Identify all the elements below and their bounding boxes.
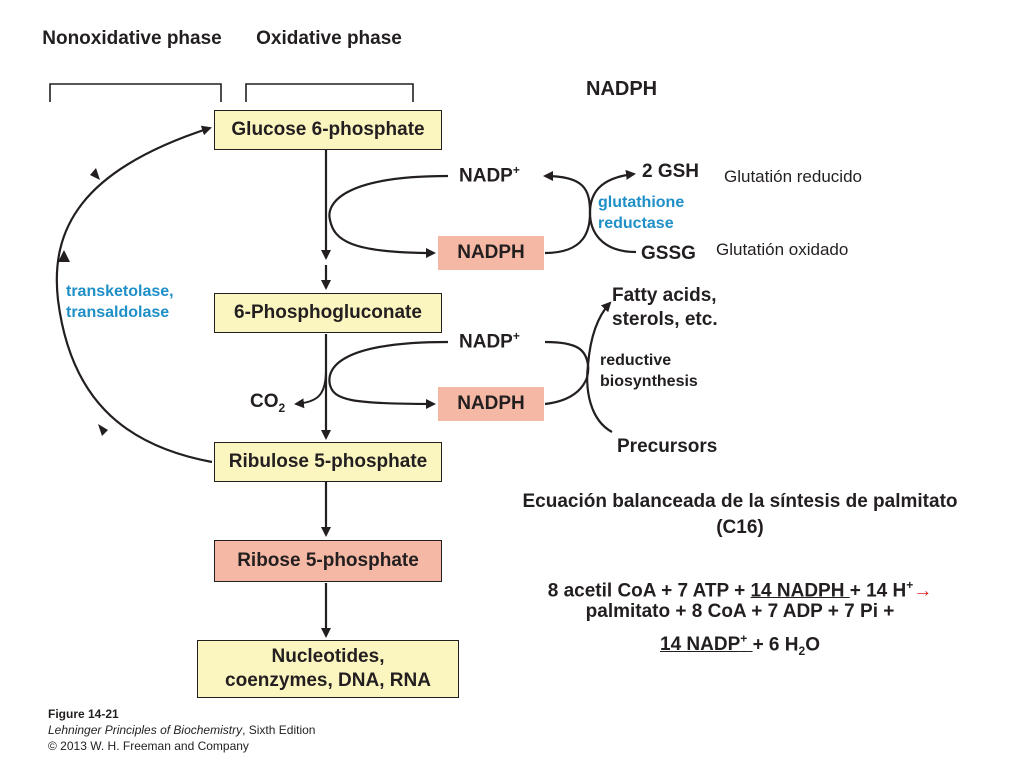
book-credit: Lehninger Principles of Biochemistry, Si… — [48, 723, 316, 737]
reductive-biosynthesis-label: reductive biosynthesis — [600, 352, 698, 390]
figure-credit: Figure 14-21 Lehninger Principles of Bio… — [48, 706, 315, 754]
nadp-plus-label-1: NADP+ — [459, 163, 520, 187]
nonoxidative-bracket — [49, 83, 222, 102]
co2-label: CO2 — [250, 391, 286, 415]
gssg-label: GSSG — [641, 243, 696, 264]
glutathione-reduced-note: Glutatión reducido — [724, 167, 862, 186]
glucose-6-phosphate-box: Glucose 6-phosphate — [214, 110, 442, 150]
arc-arrow-3 — [98, 424, 108, 436]
ribulose-5-phosphate-box: Ribulose 5-phosphate — [214, 442, 442, 482]
equation-line-3: 14 NADP+ + 6 H2O — [660, 632, 820, 659]
glutathione-reductase-label: glutathione reductase — [598, 194, 685, 232]
nadph-box-2: NADPH — [438, 387, 544, 421]
figure-number: Figure 14-21 — [48, 707, 119, 721]
transketolase-transaldolase-label: transketolase, transaldolase — [66, 283, 174, 321]
reaction-arrow-icon: → — [913, 580, 933, 602]
ribose-5-phosphate-box: Ribose 5-phosphate — [214, 540, 442, 582]
oxidative-bracket — [245, 83, 414, 102]
equation-line-1: 8 acetil CoA + 7 ATP + 14 NADPH + 14 H+→ — [547, 578, 933, 602]
copyright: © 2013 W. H. Freeman and Company — [48, 739, 249, 753]
precursors-label: Precursors — [617, 436, 718, 457]
arc-arrow-1 — [90, 168, 100, 180]
nucleotides-box: Nucleotides, coenzymes, DNA, RNA — [197, 640, 459, 698]
nadp-plus-label-2: NADP+ — [459, 329, 520, 353]
6-phosphogluconate-box: 6-Phosphogluconate — [214, 293, 442, 333]
glutathione-oxidized-note: Glutatión oxidado — [716, 240, 849, 259]
nadph-header: NADPH — [586, 78, 658, 100]
gsh-label: 2 GSH — [642, 161, 700, 182]
nadph-box-1: NADPH — [438, 236, 544, 270]
arc-arrow-2 — [58, 250, 70, 262]
fatty-acids-label: Fatty acids, sterols, etc. — [612, 285, 718, 330]
equation-line-2: palmitato + 8 CoA + 7 ADP + 7 Pi + — [585, 601, 895, 622]
nonoxidative-phase-label: Nonoxidative phase — [42, 28, 222, 49]
oxidative-phase-label: Oxidative phase — [256, 28, 402, 49]
equation-title: Ecuación balanceada de la síntesis de pa… — [522, 491, 958, 538]
